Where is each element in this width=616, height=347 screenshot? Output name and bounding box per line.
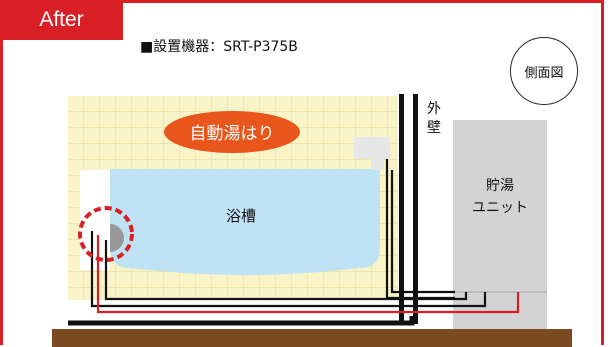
highlight-circle — [78, 206, 134, 262]
faucet-pipe-inner — [390, 170, 455, 294]
side-view-label: 側面図 — [524, 65, 564, 81]
storage-unit — [453, 120, 547, 332]
equipment-label: ■設置機器：SRT-P375B — [140, 39, 298, 55]
faucet-spout — [372, 152, 384, 170]
storage-unit-label-bottom: ユニット — [472, 200, 528, 216]
outer-wall-right — [413, 94, 418, 324]
after-badge: After — [0, 0, 123, 40]
outer-wall-label-bottom: 壁 — [427, 120, 441, 136]
outer-wall-label-top: 外 — [427, 101, 441, 117]
storage-unit-label-top: 貯湯 — [486, 177, 514, 194]
floor-pipe — [68, 316, 415, 326]
auto-fill-badge — [164, 111, 300, 153]
faucet-pipe — [385, 159, 455, 300]
auto-fill-label: 自動湯はり — [190, 124, 275, 144]
pipe-inner — [104, 240, 468, 301]
floor — [52, 329, 572, 347]
after-frame — [0, 0, 604, 345]
pipe-outer — [90, 231, 487, 308]
bathtub-label: 浴槽 — [226, 207, 256, 225]
side-view-badge: 側面図 — [510, 37, 578, 105]
bathtub — [110, 169, 380, 275]
after-badge-label: After — [39, 8, 84, 31]
pipe-red — [96, 235, 520, 314]
bath-adapter — [110, 224, 124, 252]
outer-wall-left — [399, 94, 404, 324]
